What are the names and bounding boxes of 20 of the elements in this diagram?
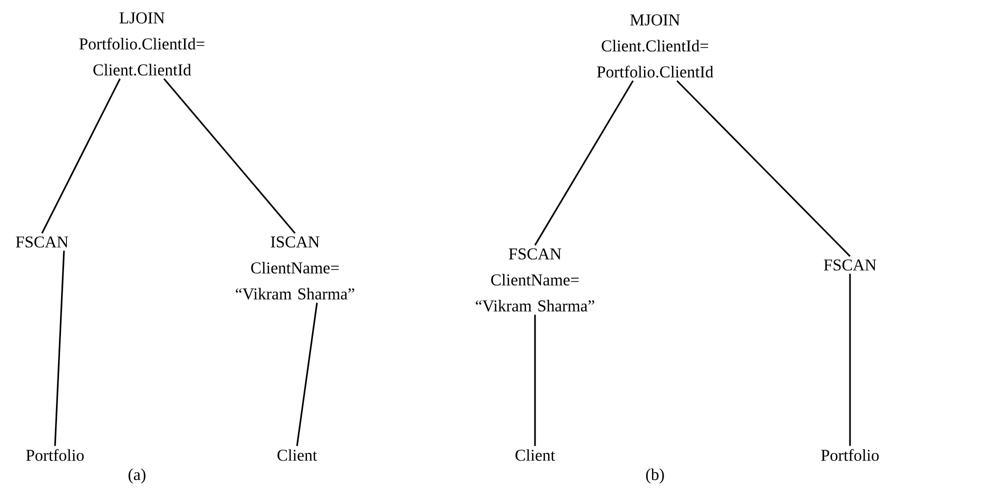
operator-label: FSCAN <box>824 259 876 271</box>
operator-label: Portfolio <box>26 449 84 461</box>
operator-label: FSCAN <box>16 236 68 248</box>
operator-label: MJOIN Client.ClientId= Portfolio.ClientId <box>597 14 714 78</box>
operator-label: Client <box>516 449 556 461</box>
tree-edge <box>296 302 318 446</box>
tree-edge <box>849 274 851 446</box>
operator-label: ISCAN ClientName= “Vikram Sharma” <box>236 236 354 300</box>
caption-label: (a) <box>128 468 146 484</box>
operator-label: Client <box>278 449 318 461</box>
operator-label: FSCAN ClientName= “Vikram Sharma” <box>476 248 594 312</box>
tree-edge <box>676 80 851 257</box>
caption-label: (b) <box>646 468 664 484</box>
tree-edge <box>163 78 296 234</box>
operator-label: LJOIN Portfolio.ClientId= Client.ClientId <box>79 12 204 76</box>
operator-label: Portfolio <box>821 449 879 461</box>
tree-edge <box>41 78 121 234</box>
tree-edge <box>54 250 65 446</box>
tree-edge <box>534 80 634 246</box>
tree-edge <box>534 314 536 446</box>
